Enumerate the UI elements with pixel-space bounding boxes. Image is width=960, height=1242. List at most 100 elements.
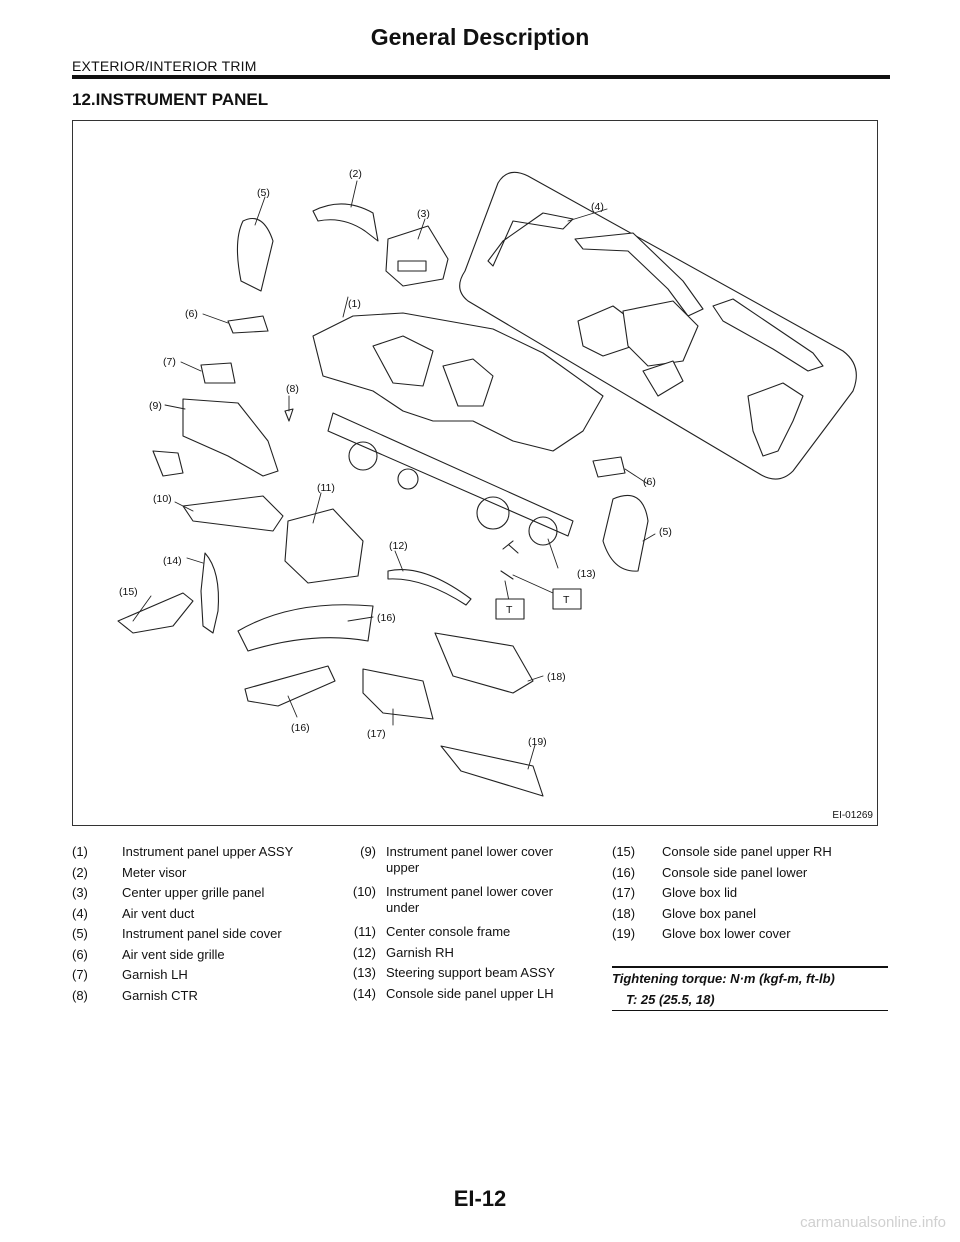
parts-column-3: (15) Console side panel upper RH (16) Cons…: [612, 844, 890, 947]
air-vent-duct-part: [622, 300, 699, 367]
list-item: (11)Center console frame: [348, 924, 618, 945]
part-name: Center console frame: [386, 924, 511, 939]
air-vent-duct-part: [574, 232, 704, 317]
part-number: (12): [352, 944, 376, 960]
list-item: (4)Air vent duct: [72, 906, 342, 927]
callout-8: (8): [286, 383, 299, 395]
leader-lines: [132, 180, 656, 770]
part-name: Garnish RH: [386, 944, 454, 960]
part-number: (4): [72, 905, 88, 921]
part-name: Console side panel lower: [662, 864, 808, 880]
glove-box-lower-cover: [440, 745, 544, 797]
section-heading: 12.INSTRUMENT PANEL: [72, 90, 269, 109]
list-item: (3) Center upper grille panel: [72, 885, 342, 906]
part-name-line: under: [386, 900, 420, 915]
air-vent-duct-group-outline: [459, 171, 857, 480]
callout-18: (18): [547, 671, 566, 683]
section-name: EXTERIOR/INTERIOR TRIM: [72, 58, 257, 74]
torque-specification: Tightening torque: N·m (kgf-m, ft-lb) T:…: [612, 966, 888, 1011]
instrument-panel-side-cover-lh: [236, 217, 274, 292]
part-name-line: upper: [386, 860, 420, 875]
beam-ring: [476, 496, 510, 530]
list-item: (5)Instrument panel side cover: [72, 926, 342, 947]
center-upper-grille-panel: [385, 225, 449, 287]
instrument-panel-upper-detail: [442, 358, 494, 407]
callout-14: (14): [163, 555, 182, 567]
console-side-panel-upper-lh: [200, 552, 220, 634]
lower-cover-under: [182, 495, 284, 532]
callout-17: (17): [367, 728, 386, 740]
part-name: Air vent side grille: [122, 946, 225, 962]
air-vent-duct-part: [487, 212, 574, 267]
part-number: (13): [352, 965, 376, 980]
callout-6b: (6): [643, 476, 656, 488]
torque-rule-bottom: [612, 1009, 888, 1011]
part-name: Center upper grille panel: [122, 885, 265, 900]
part-number: (16): [612, 864, 636, 880]
list-item: (7) Garnish LH: [72, 967, 342, 988]
list-item: (15) Console side panel upper RH: [612, 844, 890, 865]
list-item: (1) Instrument panel upper ASSY: [72, 844, 342, 865]
instrument-panel-side-cover-rh: [602, 494, 649, 572]
figure-code: EI-01269: [832, 810, 873, 821]
callout-5b: (5): [659, 526, 672, 538]
torque-label-1: T: [506, 604, 513, 616]
part-number: (15): [612, 844, 636, 859]
callout-1: (1): [348, 298, 361, 310]
garnish-rh: [387, 569, 472, 606]
torque-rule-top: [612, 966, 888, 968]
list-item: (6)Air vent side grille: [72, 947, 342, 968]
callout-11: (11): [317, 482, 335, 494]
list-item: (17)Glove box lid: [612, 885, 890, 906]
callout-3: (3): [417, 208, 430, 220]
callout-7: (7): [163, 356, 176, 368]
part-name: Instrument panel side cover: [122, 926, 282, 941]
part-number: (3): [72, 885, 88, 900]
page-title: General Description: [370, 24, 590, 50]
part-name: Garnish CTR: [122, 987, 198, 1003]
part-number: (19): [612, 926, 636, 941]
part-number: (1): [72, 844, 88, 859]
beam-ring: [528, 516, 558, 546]
list-item: (18)Glove box panel: [612, 906, 890, 927]
part-name: Meter visor: [122, 864, 187, 880]
callout-9: (9): [149, 400, 162, 412]
instrument-panel-upper: [312, 312, 604, 452]
lower-cover-small: [152, 450, 184, 477]
part-name-line: Instrument panel lower cover: [386, 884, 553, 899]
air-vent-side-grille-rh: [592, 456, 626, 478]
list-item: (13) Steering support beam ASSY: [348, 965, 618, 986]
lower-cover-upper: [182, 398, 279, 477]
part-name-line: Instrument panel lower cover: [386, 844, 553, 859]
bolt: [502, 540, 519, 554]
glove-box-lid: [362, 668, 434, 720]
callout-15: (16): [377, 612, 396, 624]
part-name: Steering support beam ASSY: [386, 965, 556, 980]
list-item: (16) Console side panel lower: [612, 865, 890, 886]
center-console-frame: [284, 508, 364, 584]
callout-16b: (16): [291, 722, 310, 734]
torque-label-2: T: [563, 594, 570, 606]
part-number: (2): [72, 864, 88, 880]
list-item: (8)Garnish CTR: [72, 988, 342, 1009]
part-name: Garnish LH: [122, 967, 188, 982]
parts-column-1: (1) Instrument panel upper ASSY (2) Meter …: [72, 844, 342, 1008]
steering-support-beam: [327, 412, 574, 537]
callout-5: (5): [257, 187, 270, 199]
air-vent-duct-part: [747, 382, 804, 457]
part-name: Console side panel upper RH: [662, 844, 832, 859]
air-vent-duct-part: [712, 298, 824, 372]
callout-13: (13): [577, 568, 596, 580]
part-name: Instrument panel upper ASSY: [122, 844, 294, 859]
grille-slot: [397, 260, 427, 272]
beam-ring: [397, 468, 419, 490]
part-name: Glove box lid: [662, 885, 738, 900]
console-side-panel-lower-bottom: [244, 665, 336, 707]
callout-6: (6): [185, 308, 198, 320]
torque-value: T: 25 (25.5, 18): [626, 991, 715, 1007]
part-number: (7): [72, 967, 88, 982]
